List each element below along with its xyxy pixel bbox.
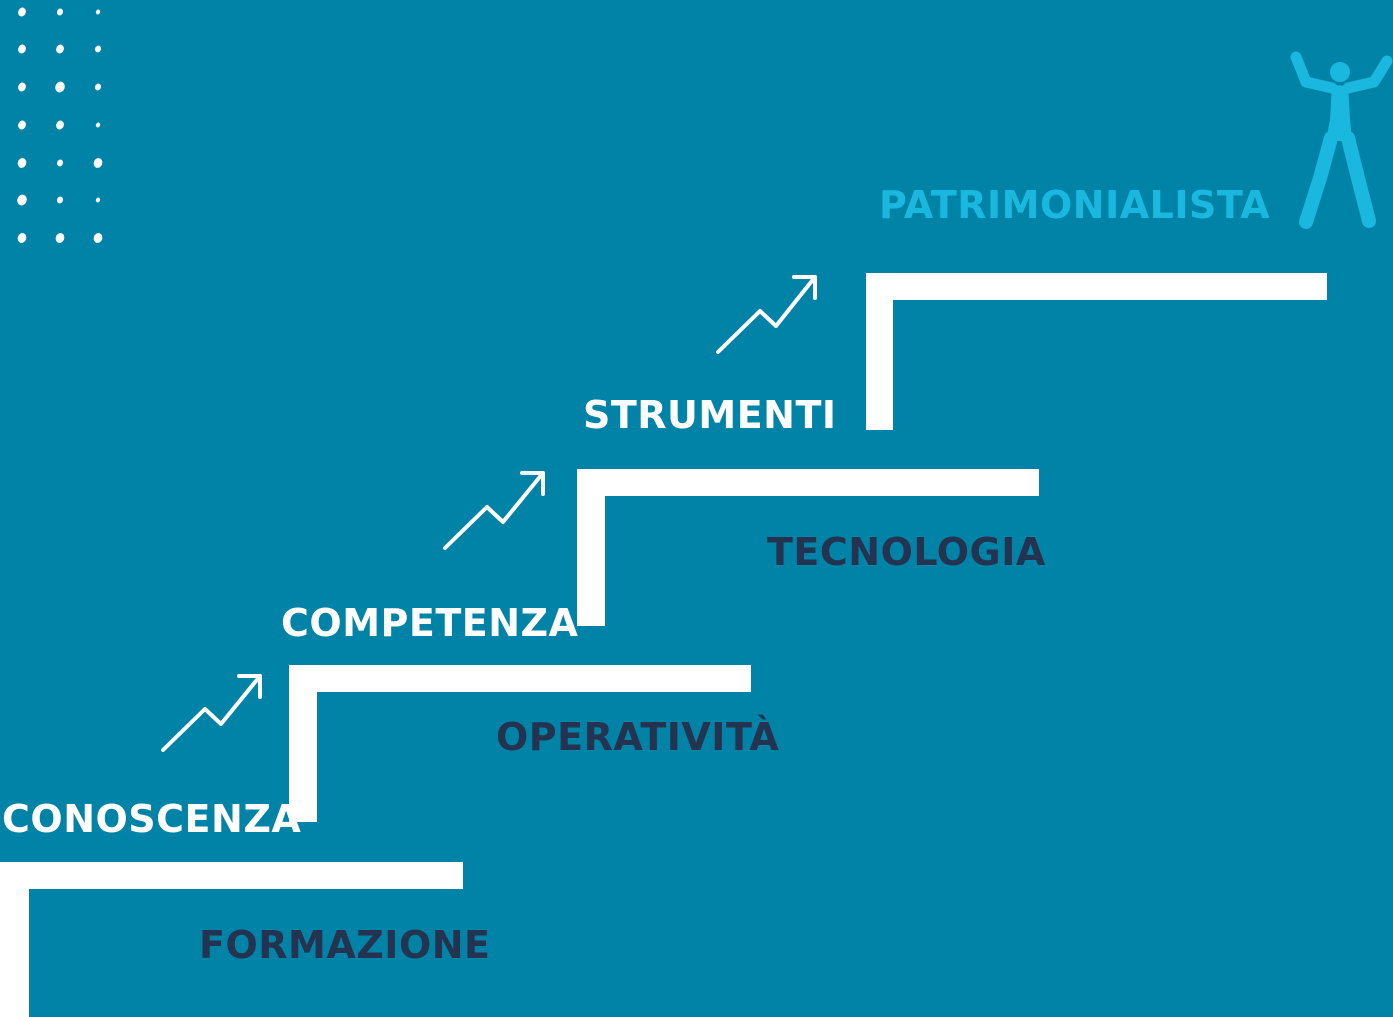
decoration-dot: [94, 45, 102, 53]
decoration-dot: [95, 122, 101, 128]
decoration-dot: [17, 194, 27, 206]
decoration-dot: [18, 44, 26, 54]
decoration-dot: [56, 8, 64, 16]
step-label-tecnologia: TECNOLOGIA: [767, 530, 1046, 574]
decoration-dot: [17, 233, 27, 243]
decoration-dot: [18, 7, 26, 17]
decoration-dot: [94, 83, 102, 91]
trend-up-arrow-icon: [443, 471, 545, 550]
step-label-competenza: COMPETENZA: [281, 601, 579, 645]
decoration-dot: [55, 81, 65, 93]
trend-up-arrow-icon: [161, 674, 262, 752]
stair-step-3: [577, 469, 1039, 626]
stair-step-1: [0, 862, 463, 1017]
dot-grid-decoration: [17, 7, 103, 243]
decoration-dot: [93, 158, 103, 168]
decoration-dot: [18, 120, 26, 130]
stair-step-4: [866, 273, 1327, 430]
decoration-dot: [56, 44, 64, 54]
stair-step-2: [289, 665, 751, 822]
decoration-dot: [55, 233, 65, 243]
goal-label-patrimonialista: PATRIMONIALISTA: [879, 183, 1271, 227]
trend-up-arrow-icon: [716, 275, 817, 354]
stair-steps: [0, 273, 1327, 1017]
step-label-conoscenza: CONOSCENZA: [2, 797, 302, 841]
growth-arrows: [161, 275, 817, 752]
decoration-dot: [56, 120, 64, 130]
step-label-formazione: FORMAZIONE: [199, 923, 491, 967]
step-label-operativita: OPERATIVITÀ: [496, 715, 780, 759]
celebrating-person-icon: [1290, 51, 1393, 229]
step-label-strumenti: STRUMENTI: [583, 393, 837, 437]
decoration-dot: [56, 159, 64, 167]
decoration-dot: [17, 158, 27, 168]
decoration-dot: [95, 9, 101, 15]
decoration-dot: [56, 196, 64, 204]
decoration-dot: [93, 233, 103, 243]
decoration-dot: [18, 82, 26, 92]
decoration-dot: [95, 197, 101, 203]
